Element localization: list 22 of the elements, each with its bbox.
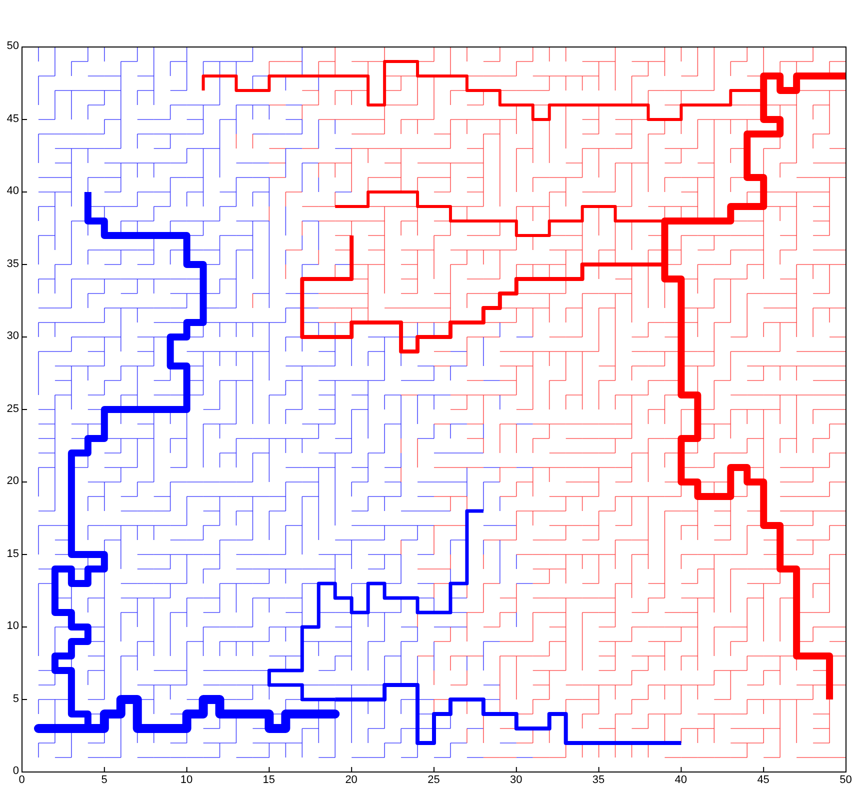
axis-tick-label: 30 [6, 331, 19, 342]
axis-tick-label: 5 [12, 694, 19, 704]
axis-tick-label: 25 [6, 404, 19, 414]
axis-tick-label: 0 [18, 775, 25, 786]
axis-tick-label: 0 [12, 766, 19, 777]
axis-tick-label: 45 [757, 775, 770, 786]
axis-tick-label: 35 [592, 775, 605, 786]
axis-tick-label: 25 [428, 775, 440, 786]
axis-tick-label: 15 [262, 775, 276, 786]
axis-tick-label: 20 [6, 476, 19, 487]
axis-tick-label: 40 [6, 186, 19, 197]
axis-tick-label: 15 [6, 548, 19, 560]
axis-tick-label: 40 [674, 775, 688, 786]
axis-tick-label: 20 [345, 775, 358, 786]
axis-tick-label: 45 [6, 114, 19, 124]
axis-tick-label: 5 [101, 775, 108, 786]
axis-tick-label: 35 [6, 258, 19, 270]
axis-tick-label: 10 [6, 621, 19, 632]
axis-tick-label: 30 [510, 775, 522, 786]
axis-tick-label: 50 [6, 41, 19, 52]
axis-tick-label: 50 [840, 775, 852, 786]
axis-tick-label: 10 [180, 775, 193, 786]
